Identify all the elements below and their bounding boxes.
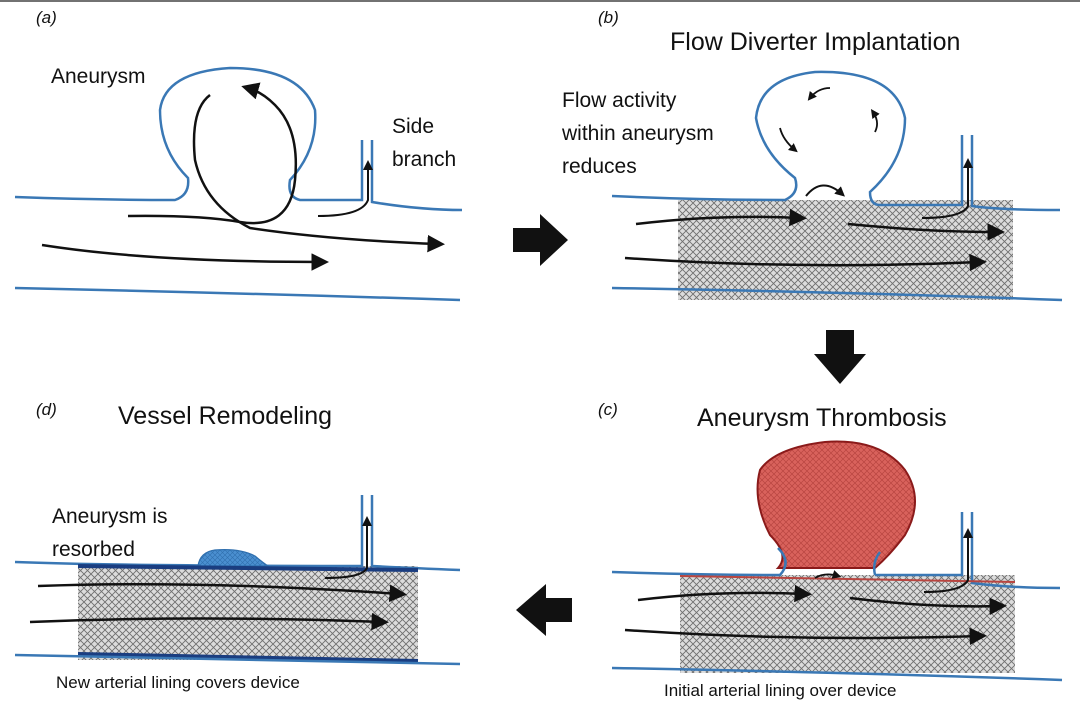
flow-arrow-main (624, 627, 987, 646)
flow-arrow-side-branch (317, 160, 373, 217)
vessel-bottom-wall (611, 286, 1063, 302)
flow-arrow-side-branch (923, 528, 973, 593)
panel-c-title: Aneurysm Thrombosis (697, 404, 947, 432)
vessel-top-wall (611, 70, 964, 207)
flow-activity-note: reduces (562, 155, 637, 178)
flow-arrow-neck (805, 184, 845, 197)
vessel-bottom-wall (14, 653, 461, 666)
panel-d (14, 495, 461, 666)
panel-b (611, 70, 1063, 302)
flow-activity-note: within aneurysm (562, 122, 714, 145)
flow-arrow-main (637, 584, 812, 603)
flow-arrow-main (849, 596, 1007, 616)
panel-c (611, 440, 1063, 682)
aneurysm-label: Aneurysm (51, 65, 146, 88)
flow-diverter-device (78, 566, 418, 660)
flow-arrow-swirl (807, 87, 831, 101)
thrombus (756, 440, 916, 569)
resorbed-note: resorbed (52, 538, 135, 561)
side-branch-wall (970, 135, 1061, 212)
side-branch-wall (370, 495, 461, 572)
panel-d-tag: (d) (36, 400, 57, 419)
resorbed-note: Aneurysm is (52, 505, 168, 528)
vessel-bottom-wall (611, 666, 1063, 682)
flow-activity-note: Flow activity (562, 89, 677, 112)
flow-arrow-swirl (779, 127, 798, 153)
flow-arrow-main (29, 612, 389, 631)
flow-arrow-main (37, 582, 407, 602)
side-branch-wall (370, 140, 463, 212)
side-branch-label: branch (392, 148, 457, 171)
down-arrow (814, 330, 866, 384)
panel-b-tag: (b) (598, 8, 619, 27)
flow-arrow-aneurysm-out (192, 94, 445, 253)
panel-d-title: Vessel Remodeling (118, 402, 333, 430)
flow-diverter-device (680, 575, 1015, 673)
side-branch-label: Side (392, 115, 435, 138)
flow-arrow-swirl (870, 109, 880, 133)
new-arterial-lining (77, 564, 419, 572)
flow-arrow-neck (814, 570, 842, 579)
new-arterial-lining (77, 652, 419, 663)
initial-arterial-lining (679, 575, 1016, 583)
right-arrow (513, 214, 568, 266)
flow-arrow-main (847, 222, 1005, 241)
flow-arrow-aneurysm (127, 82, 298, 225)
flow-arrow-main (41, 243, 329, 271)
flow-arrow-main (624, 253, 987, 272)
side-branch-wall (970, 512, 1061, 590)
flow-arrow-main (635, 208, 807, 227)
vessel-bottom-wall (14, 286, 461, 302)
new-lining-caption: New arterial lining covers device (56, 673, 300, 692)
left-arrow (516, 584, 572, 636)
flow-arrow-side-branch (324, 516, 372, 579)
panel-c-tag: (c) (598, 400, 618, 419)
flow-diverter-device (678, 200, 1013, 300)
panel-a-tag: (a) (36, 8, 57, 27)
panel-b-title: Flow Diverter Implantation (670, 28, 961, 56)
flow-arrow-side-branch (921, 158, 973, 219)
resorbed-remnant (197, 549, 270, 567)
initial-lining-caption: Initial arterial lining over device (664, 681, 897, 700)
panel-a (14, 66, 463, 302)
vessel-top-wall (611, 512, 964, 577)
